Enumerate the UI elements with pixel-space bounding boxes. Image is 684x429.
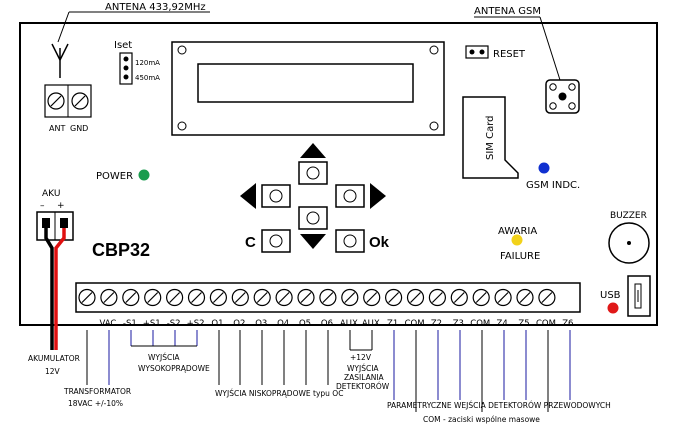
power-led xyxy=(138,169,150,181)
terminal-label: AUX xyxy=(362,319,380,329)
aux-note-1: WYJŚCIA xyxy=(347,364,379,373)
aux-note-2: ZASILANIA xyxy=(344,373,385,382)
aku-title: AKU xyxy=(42,189,60,199)
terminal-label: Z3 xyxy=(453,319,464,329)
terminal-label: Z5 xyxy=(518,319,529,329)
lcd-display xyxy=(171,41,445,136)
terminal-screw xyxy=(363,288,381,307)
iset-450ma: 450mA xyxy=(135,74,160,82)
terminal-screw xyxy=(297,288,315,307)
aku-plus: + xyxy=(57,201,65,211)
akumulator-voltage: 12V xyxy=(45,367,61,376)
terminal-label: AUX xyxy=(340,319,358,329)
sim-label: SIM Card xyxy=(485,116,496,161)
awaria-label: AWARIA xyxy=(498,226,537,237)
terminal-label: COM xyxy=(405,319,425,329)
terminal-label: +S2 xyxy=(187,319,205,329)
gsm-indicator-label: GSM INDC. xyxy=(526,180,580,191)
gsm-antenna-callout: ANTENA GSM xyxy=(474,6,561,81)
usb-port xyxy=(627,275,651,317)
terminal-screw xyxy=(385,288,403,307)
terminal-screw xyxy=(253,288,271,307)
terminal-screw xyxy=(78,288,96,307)
aux-voltage-note: +12V xyxy=(350,353,372,362)
transformator-note: TRANSFORMATOR xyxy=(63,387,131,396)
terminal-label: Z1 xyxy=(387,319,398,329)
terminal-screw xyxy=(209,288,227,307)
terminal-label: O2 xyxy=(233,319,245,329)
aku-minus: – xyxy=(40,201,45,211)
wyjscia-note: WYJŚCIA xyxy=(148,353,180,362)
left-arrow-icon xyxy=(240,183,256,209)
gsm-antenna-label: ANTENA GSM xyxy=(474,6,541,17)
failure-label: FAILURE xyxy=(500,251,540,262)
terminal-label: O3 xyxy=(255,319,267,329)
usb-led xyxy=(607,302,619,314)
terminal-screw xyxy=(100,288,118,307)
terminal-label: O5 xyxy=(299,319,311,329)
awaria-led xyxy=(511,234,523,246)
antenna-433-callout: ANTENA 433,92MHz xyxy=(57,2,210,43)
reset-label: RESET xyxy=(493,49,526,60)
terminal-screw xyxy=(494,288,512,307)
model-name: CBP32 xyxy=(92,240,150,260)
gsm-antenna-connector xyxy=(545,79,580,114)
wysokopradowe-note: WYSOKOPRĄDOWE xyxy=(138,364,210,373)
terminal-screw xyxy=(187,288,206,307)
terminal-screw xyxy=(406,288,425,307)
terminal-label: Z2 xyxy=(431,319,442,329)
down-arrow-icon xyxy=(300,234,326,249)
right-arrow-icon xyxy=(370,183,386,209)
aux-note-3: DETEKTORÓW xyxy=(336,382,390,391)
c-key-label: C xyxy=(245,234,256,251)
terminal-screw xyxy=(538,288,556,307)
terminal-label: -S1 xyxy=(123,319,137,329)
terminal-screw xyxy=(450,288,468,307)
gsm-led xyxy=(538,162,550,174)
terminal-screw xyxy=(231,288,249,307)
ant-terminal-block: ANT GND xyxy=(44,84,92,133)
guide-lines xyxy=(86,330,571,412)
akumulator-note: AKUMULATOR xyxy=(28,354,80,363)
com-note: COM - zaciski wspólne masowe xyxy=(423,415,540,424)
power-label: POWER xyxy=(96,171,133,182)
terminal-label: Z6 xyxy=(562,319,573,329)
terminal-screw xyxy=(341,288,359,307)
antenna-icon xyxy=(51,43,69,78)
terminal-screw xyxy=(122,288,140,307)
terminal-label: -S2 xyxy=(167,319,181,329)
terminal-label: COM xyxy=(536,319,556,329)
terminal-label: VAC xyxy=(100,319,117,329)
terminal-screw xyxy=(472,288,490,307)
iset-jumper[interactable]: Iset 120mA 450mA xyxy=(114,40,160,85)
terminal-screw xyxy=(516,288,534,307)
transformator-voltage: 18VAC +/-10% xyxy=(68,399,123,408)
battery-connector: AKU – + xyxy=(36,189,74,350)
terminal-label: O6 xyxy=(321,319,333,329)
terminal-label: +S1 xyxy=(143,319,161,329)
niskopradowe-note: WYJŚCIA NISKOPRĄDOWE typu OC xyxy=(215,389,343,398)
terminal-screw xyxy=(166,288,184,307)
terminal-screw xyxy=(144,288,162,307)
terminal-screw xyxy=(428,288,446,307)
iset-title: Iset xyxy=(114,40,132,51)
terminal-label: COM xyxy=(470,319,490,329)
inputs-note: PARAMETRYCZNE WEJŚCIA DETEKTORÓW PRZEWOD… xyxy=(387,401,611,410)
usb-label: USB xyxy=(600,290,621,301)
ok-key-label: Ok xyxy=(369,234,390,251)
gnd-label: GND xyxy=(70,124,88,133)
terminal-screw xyxy=(319,288,337,307)
reset-jumper[interactable]: RESET xyxy=(465,45,526,60)
sim-card-slot: SIM Card xyxy=(462,96,519,179)
terminal-label: Z4 xyxy=(497,319,508,329)
keypad: C Ok xyxy=(240,143,390,253)
terminal-label: O4 xyxy=(277,319,289,329)
buzzer-label: BUZZER xyxy=(610,211,647,221)
ant-label: ANT xyxy=(49,124,65,133)
up-arrow-icon xyxy=(300,143,326,158)
terminal-screw xyxy=(275,288,293,307)
iset-120ma: 120mA xyxy=(135,59,160,67)
antenna-433-label: ANTENA 433,92MHz xyxy=(105,2,206,13)
terminal-label: O1 xyxy=(211,319,223,329)
